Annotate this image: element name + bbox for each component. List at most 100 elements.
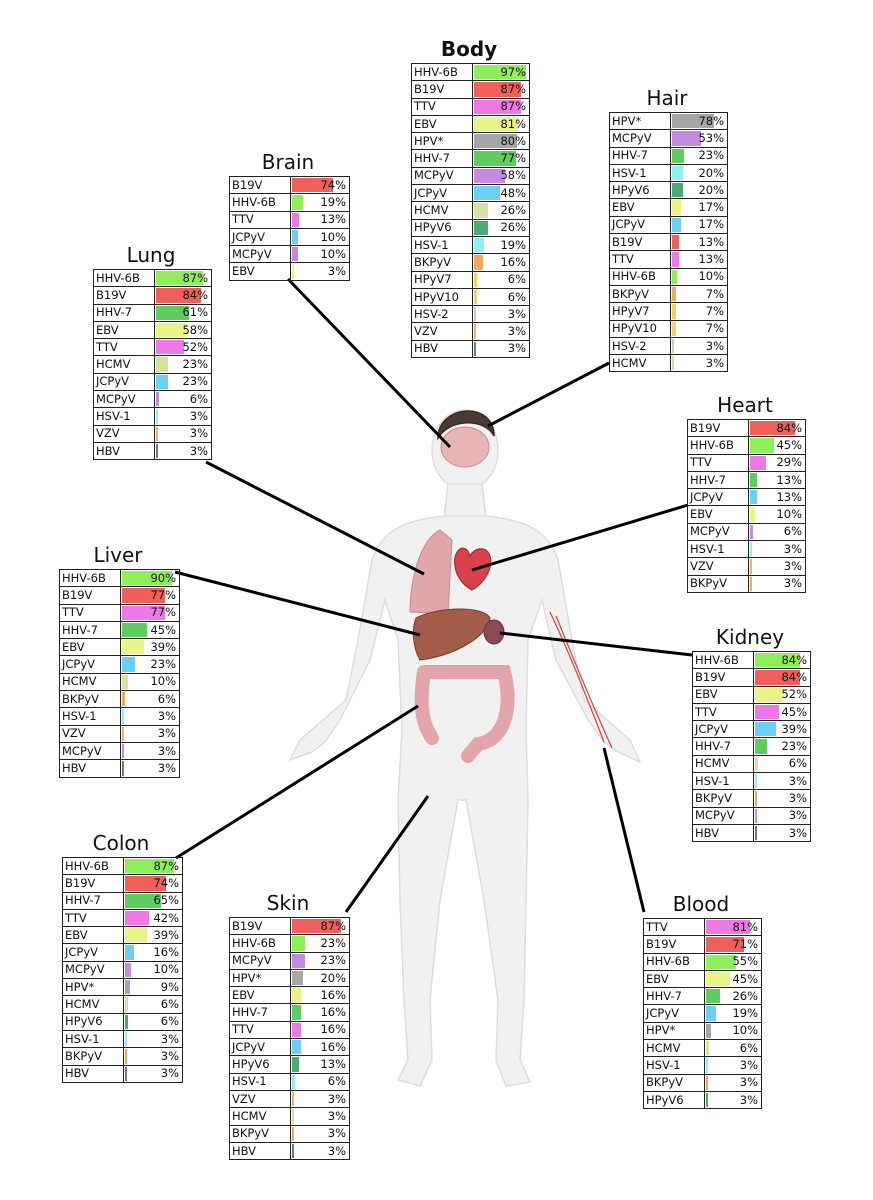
- virus-value-cell: 97%: [472, 62, 530, 82]
- prevalence-label: 3%: [788, 773, 807, 788]
- virus-name: HSV-1: [59, 707, 121, 726]
- prevalence-label: 3%: [160, 1031, 179, 1046]
- prevalence-bar: [125, 945, 134, 960]
- prevalence-bar: [474, 272, 478, 287]
- virus-value-cell: 3%: [154, 441, 212, 461]
- prevalence-bar: [156, 305, 189, 320]
- virus-value-cell: 10%: [290, 245, 350, 264]
- virus-name: HPyV6: [62, 1012, 124, 1031]
- prevalence-bar: [672, 321, 676, 336]
- connector-lung: [205, 460, 425, 576]
- virus-value-cell: 6%: [748, 522, 806, 542]
- prevalence-label: 10%: [732, 1023, 758, 1038]
- virus-name: MCPyV: [59, 741, 121, 761]
- virus-value-cell: 17%: [670, 215, 728, 235]
- prevalence-label: 71%: [732, 936, 758, 951]
- prevalence-label: 6%: [788, 756, 807, 771]
- virus-value-cell: 84%: [753, 650, 811, 670]
- prevalence-bar: [156, 374, 169, 390]
- virus-name: HBV: [93, 441, 155, 461]
- prevalence-bar: [292, 212, 300, 227]
- virus-name: HHV-6B: [411, 62, 473, 82]
- prevalence-label: 13%: [320, 212, 346, 227]
- prevalence-bar: [755, 791, 757, 806]
- virus-name: HHV-6B: [643, 952, 705, 971]
- virus-name: MCPyV: [687, 522, 749, 542]
- prevalence-bar: [706, 1023, 712, 1039]
- prevalence-bar: [750, 507, 756, 522]
- virus-name: HSV-1: [93, 407, 155, 426]
- virus-value-cell: 16%: [290, 1003, 350, 1022]
- prevalence-label: 13%: [698, 252, 724, 267]
- prevalence-bar: [706, 989, 721, 1004]
- virus-value-cell: 77%: [120, 603, 180, 622]
- virus-value-cell: 20%: [670, 163, 728, 183]
- prevalence-bar: [750, 559, 752, 574]
- prevalence-label: 17%: [698, 200, 724, 215]
- virus-value-cell: 42%: [123, 908, 183, 928]
- prevalence-label: 16%: [153, 945, 179, 960]
- virus-value-cell: 6%: [123, 1012, 183, 1031]
- prevalence-bar: [292, 919, 341, 934]
- prevalence-bar: [125, 859, 174, 874]
- prevalence-label: 3%: [507, 324, 526, 339]
- prevalence-label: 13%: [698, 234, 724, 249]
- colon-shape: [414, 665, 515, 763]
- virus-name: VZV: [687, 557, 749, 576]
- virus-value-cell: 39%: [123, 926, 183, 945]
- virus-name: HCMV: [643, 1039, 705, 1058]
- prevalence-bar: [292, 264, 294, 279]
- prevalence-label: 26%: [732, 988, 758, 1003]
- prevalence-bar: [292, 936, 305, 951]
- prevalence-label: 3%: [788, 808, 807, 823]
- prevalence-bar: [156, 357, 169, 372]
- prevalence-bar: [292, 1057, 300, 1072]
- prevalence-bar: [125, 980, 131, 995]
- virus-value-cell: 26%: [704, 987, 762, 1006]
- prevalence-label: 3%: [739, 1075, 758, 1090]
- prevalence-bar: [125, 962, 131, 978]
- prevalence-bar: [755, 653, 801, 668]
- prevalence-label: 45%: [776, 437, 802, 452]
- prevalence-bar: [474, 99, 521, 114]
- virus-name: EBV: [643, 969, 705, 989]
- prevalence-label: 23%: [781, 739, 807, 754]
- virus-value-cell: 3%: [290, 1141, 350, 1161]
- virus-value-cell: 16%: [290, 1020, 350, 1040]
- virus-name: HPyV10: [609, 319, 671, 338]
- virus-name: HHV-7: [692, 737, 754, 756]
- virus-name: TTV: [62, 908, 124, 928]
- virus-value-cell: 90%: [120, 568, 180, 588]
- virus-name: HCMV: [229, 1107, 291, 1126]
- virus-name: EBV: [93, 320, 155, 340]
- virus-value-cell: 29%: [748, 453, 806, 472]
- prevalence-label: 10%: [698, 269, 724, 284]
- virus-name: EBV: [692, 685, 754, 704]
- virus-value-cell: 3%: [704, 1090, 762, 1110]
- virus-value-cell: 3%: [290, 1107, 350, 1126]
- virus-name: HSV-1: [609, 163, 671, 183]
- virus-value-cell: 9%: [123, 978, 183, 997]
